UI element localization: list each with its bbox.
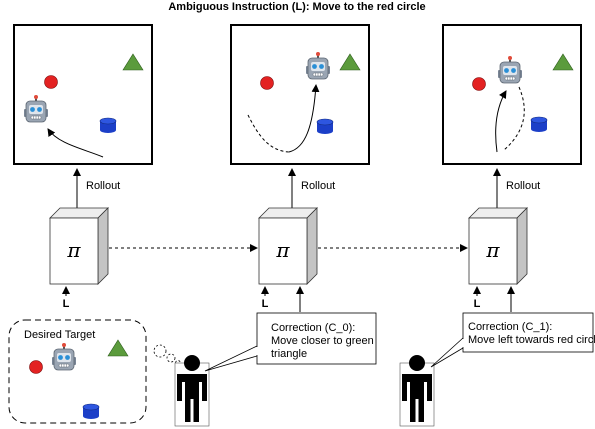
figure-title: Ambiguous Instruction (L): Move to the r… (168, 1, 425, 13)
instruction-label-2: L (262, 298, 269, 310)
correction-2-line-1: Correction (C_1): (468, 321, 552, 333)
instruction-label-3: L (474, 298, 481, 310)
thought-bubble (153, 344, 181, 366)
rollout-label-3: Rollout (506, 180, 540, 192)
blue-cylinder (316, 118, 334, 135)
red-circle (29, 360, 43, 374)
previous-trajectory (247, 114, 290, 153)
rollout-label-2: Rollout (301, 180, 335, 192)
rollout-trajectory (495, 90, 507, 153)
red-circle (472, 77, 486, 91)
correction-box-1: Correction (C_0): Move closer to green t… (204, 312, 377, 372)
correction-1-line-1: Correction (C_0): (271, 322, 355, 334)
person-frame-2 (399, 355, 435, 427)
scene-panel-1 (13, 24, 153, 165)
scene-panel-2 (230, 24, 370, 165)
correction-box-2: Correction (C_1): Move left towards red … (430, 312, 595, 368)
desired-target-label: Desired Target (24, 329, 95, 341)
blue-cylinder (530, 116, 548, 133)
person-frame-1 (174, 355, 210, 427)
policy-symbol-1: π (66, 238, 81, 262)
scene-panel-3 (442, 24, 582, 165)
svg-text:Correction (C_1): Move l: Correction (C_1): Move left towards red … (468, 321, 595, 346)
rollout-trajectory (288, 84, 320, 153)
svg-text:Correction (C_0): Move c: Correction (C_0): Move closer to green t… (271, 322, 377, 360)
policy-symbol-2: π (275, 238, 290, 262)
correction-2-line-2: Move left towards red circle (468, 334, 595, 346)
instruction-label-1: L (63, 298, 70, 310)
rollout-label-1: Rollout (86, 180, 120, 192)
policy-symbol-3: π (485, 238, 500, 262)
correction-1-line-2: Move closer to green (271, 335, 374, 347)
correction-1-line-3: triangle (271, 348, 307, 360)
rollout-trajectory (47, 128, 104, 158)
red-circle (260, 76, 274, 90)
desired-target-cloud (8, 319, 147, 424)
red-circle (44, 75, 58, 89)
blue-cylinder (82, 403, 100, 420)
blue-cylinder (99, 117, 117, 134)
previous-trajectory (503, 86, 525, 151)
